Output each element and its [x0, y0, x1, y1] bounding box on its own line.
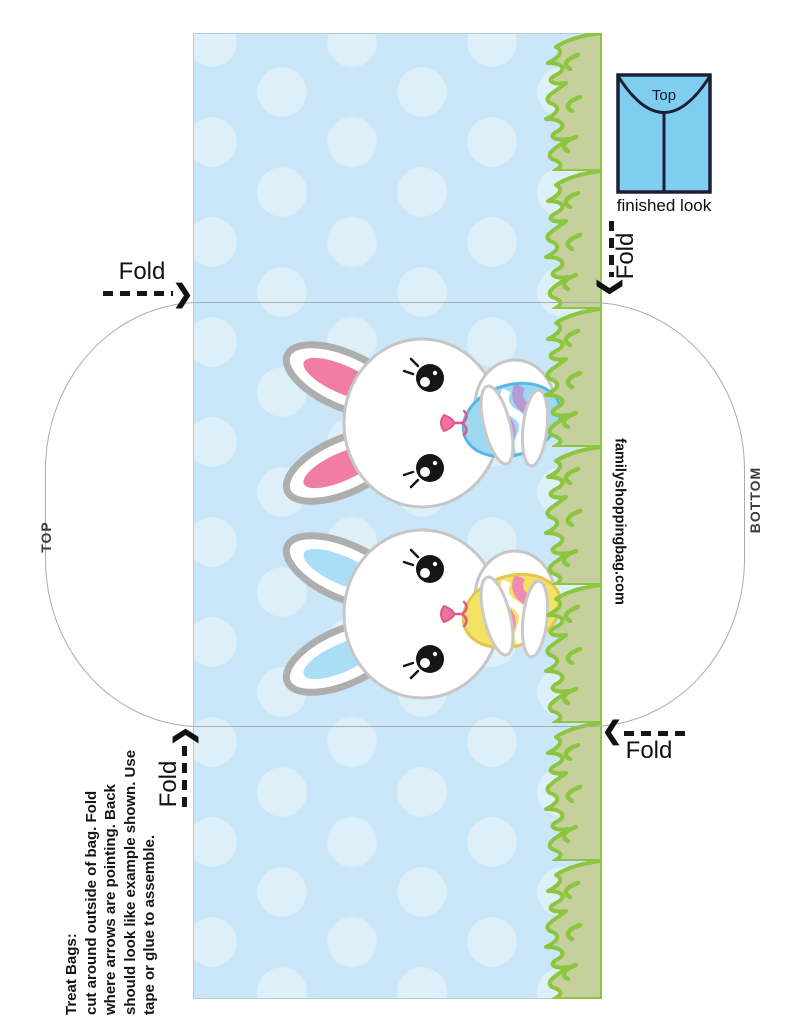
instructions-line: where arrows are pointing. Back [102, 784, 119, 1015]
bunny-illustration-blue-ears [282, 528, 563, 700]
bunny-face [402, 357, 468, 489]
instructions-line: should look like example shown. Use [121, 749, 139, 1015]
arrow-down-icon: ❯ [597, 276, 625, 298]
finished-look-top-label: Top [652, 87, 676, 104]
arrow-up-icon: ❯ [170, 725, 198, 747]
arrow-right-icon: ❯ [172, 280, 194, 308]
fold-dash-lower-right [624, 731, 686, 736]
fold-label-top-left: Fold [118, 258, 166, 285]
bottom-edge-label: BOTTOM [747, 466, 763, 534]
instructions-line: cut around outside of bag. Fold [82, 790, 100, 1015]
finished-look-diagram: Top [616, 73, 712, 194]
bunny-face [402, 548, 468, 680]
finished-look-caption: finished look [616, 196, 712, 215]
fold-dash-upper-right [609, 221, 614, 277]
arrow-left-icon: ❯ [601, 720, 623, 748]
fold-label-lower-left: Fold [155, 760, 182, 808]
top-edge-label: TOP [38, 521, 54, 553]
bunny-illustration-pink-ears [282, 337, 563, 509]
watermark-text: familyshoppingbag.com [611, 438, 628, 605]
grass-illustration [534, 33, 602, 999]
fold-dash-top-left [103, 291, 173, 296]
bag-body [193, 33, 602, 999]
fold-dash-lower-left [182, 746, 187, 812]
fold-label-lower-right: Fold [625, 737, 673, 764]
instructions-block: Treat Bags: cut around outside of bag. F… [62, 721, 160, 1015]
instructions-title: Treat Bags: [63, 933, 80, 1015]
